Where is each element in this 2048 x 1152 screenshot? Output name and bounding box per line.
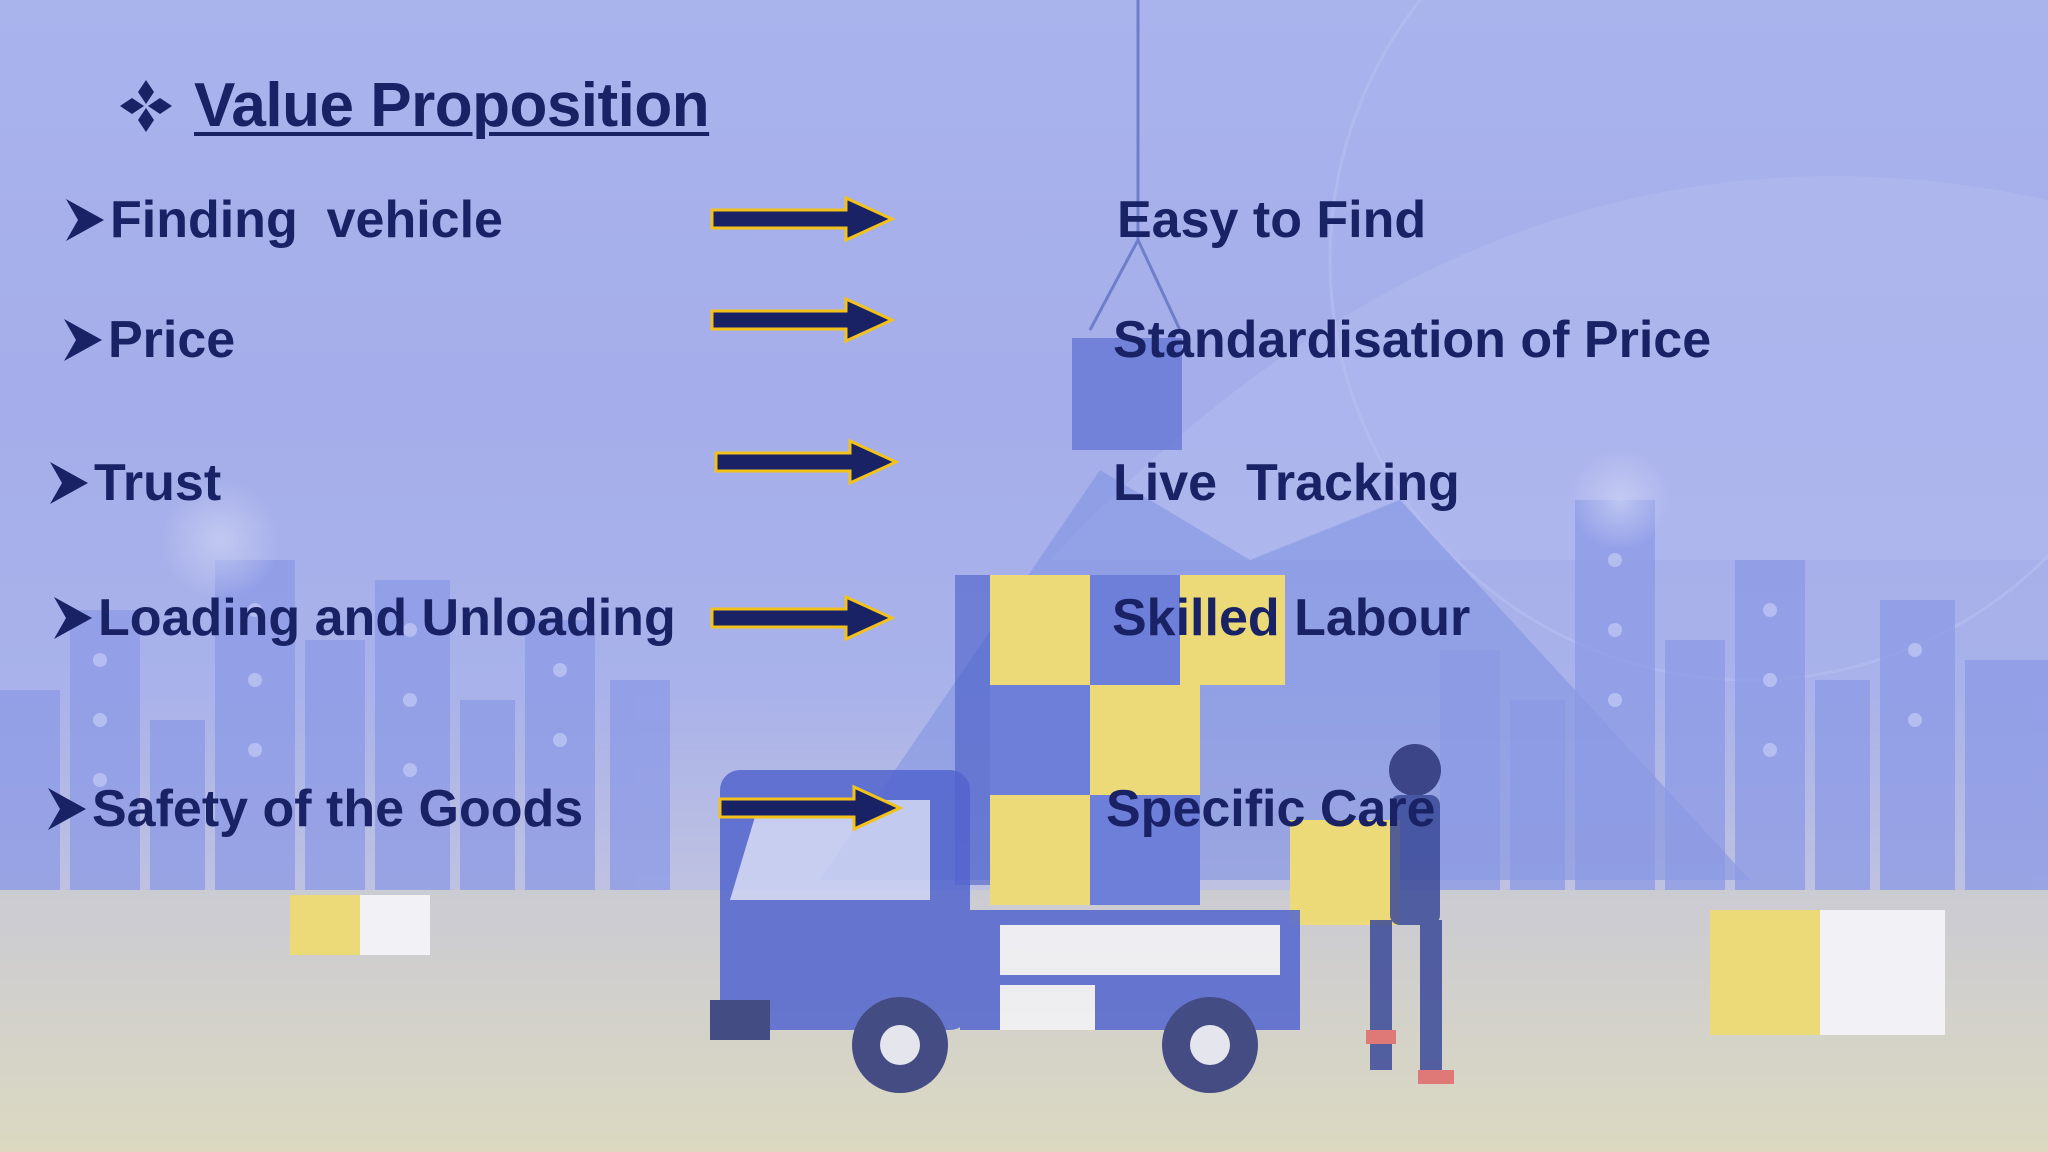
arrowhead-bullet-icon	[66, 199, 104, 241]
problem-item-trust: Trust	[48, 453, 221, 513]
problem-item-label: Finding vehicle	[110, 191, 503, 249]
problem-item-label: Loading and Unloading	[98, 589, 676, 647]
arrowhead-bullet-icon	[54, 597, 92, 639]
solution-item-specific-care: Specific Care	[1106, 779, 1436, 839]
solution-item-skilled-labour: Skilled Labour	[1112, 588, 1470, 648]
solution-item-label: Skilled Labour	[1112, 589, 1471, 647]
problem-item-label: Price	[108, 311, 236, 369]
solution-item-label: Easy to Find	[1117, 191, 1427, 249]
solution-item-standardisation-of-price: Standardisation of Price	[1113, 310, 1711, 370]
four-diamonds-icon	[120, 79, 172, 132]
right-arrow-icon	[710, 296, 896, 344]
right-arrow-icon	[710, 594, 896, 642]
solution-item-label: Specific Care	[1106, 780, 1436, 838]
solution-item-label: Live Tracking	[1113, 454, 1460, 512]
right-arrow-icon	[714, 438, 900, 486]
slide-title-text: Value Proposition	[194, 71, 710, 140]
solution-item-live-tracking: Live Tracking	[1113, 453, 1460, 513]
arrowhead-bullet-icon	[48, 788, 86, 830]
right-arrow-icon	[710, 195, 896, 243]
problem-item-label: Safety of the Goods	[92, 780, 584, 838]
problem-item-label: Trust	[94, 454, 222, 512]
slide-title: Value Proposition	[118, 70, 710, 141]
arrowhead-bullet-icon	[64, 319, 102, 361]
problem-item-finding-vehicle: Finding vehicle	[64, 190, 503, 250]
right-arrow-icon	[718, 784, 904, 832]
arrowhead-bullet-icon	[50, 462, 88, 504]
problem-item-price: Price	[62, 310, 235, 370]
solution-item-label: Standardisation of Price	[1113, 311, 1712, 369]
problem-item-safety-of-the-goods: Safety of the Goods	[46, 779, 583, 839]
problem-item-loading-and-unloading: Loading and Unloading	[52, 588, 676, 648]
solution-item-easy-to-find: Easy to Find	[1117, 190, 1426, 250]
